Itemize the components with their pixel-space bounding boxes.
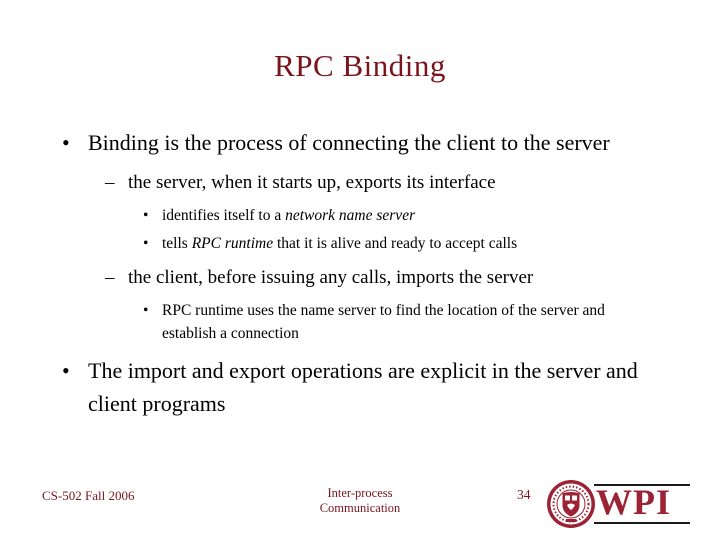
bullet-level3: • tells RPC runtime that it is alive and… — [143, 232, 650, 255]
bullet-level1: • Binding is the process of connecting t… — [62, 126, 650, 159]
slide-title: RPC Binding — [274, 48, 446, 83]
logo-rule-bottom — [594, 522, 690, 524]
logo-rule-top — [594, 484, 690, 486]
bullet-text-run: that it is alive and ready to accept cal… — [273, 235, 518, 252]
bullet-text: The import and export operations are exp… — [88, 358, 638, 416]
bullet-text-italic-run: network name server — [285, 207, 416, 224]
bullet-text: Binding is the process of connecting the… — [88, 130, 610, 155]
bullet-dot-icon: • — [143, 207, 149, 224]
bullet-dot-icon: • — [62, 130, 70, 155]
bullet-text: the server, when it starts up, exports i… — [128, 172, 496, 193]
bullet-level2: – the server, when it starts up, exports… — [105, 169, 650, 197]
bullet-level3: • RPC runtime uses the name server to fi… — [143, 299, 650, 345]
bullet-text-italic-run: RPC runtime — [191, 235, 274, 252]
bullet-dot-icon: • — [143, 235, 149, 252]
bullet-level2: – the client, before issuing any calls, … — [105, 264, 650, 292]
bullet-text-run: tells — [162, 235, 192, 252]
bullet-text: tells RPC runtime that it is alive and r… — [162, 232, 650, 255]
slide-page-number: 34 — [517, 487, 531, 502]
bullet-dash-icon: – — [105, 267, 115, 288]
footer-course-label: CS-502 Fall 2006 — [42, 488, 135, 503]
slide-body: • Binding is the process of connecting t… — [0, 126, 650, 420]
wpi-logotype-text: WPI — [596, 482, 671, 522]
wpi-logotype: WPI — [592, 478, 692, 530]
bullet-text: the client, before issuing any calls, im… — [128, 267, 534, 288]
wpi-seal-icon — [547, 480, 595, 528]
bullet-text: RPC runtime uses the name server to find… — [162, 302, 605, 342]
footer-deck-title-line1: Inter-process — [327, 486, 393, 500]
bullet-text: identifies itself to a network name serv… — [162, 204, 650, 227]
bullet-level1: • The import and export operations are e… — [62, 354, 650, 420]
wpi-logo: WPI — [546, 478, 694, 530]
bullet-dash-icon: – — [105, 172, 115, 193]
bullet-dot-icon: • — [143, 302, 149, 319]
bullet-dot-icon: • — [62, 358, 70, 383]
footer-deck-title: Inter-process Communication — [0, 486, 720, 516]
bullet-text-run: identifies itself to a — [162, 207, 286, 224]
footer-deck-title-line2: Communication — [319, 501, 401, 515]
bullet-level3: • identifies itself to a network name se… — [143, 204, 650, 227]
